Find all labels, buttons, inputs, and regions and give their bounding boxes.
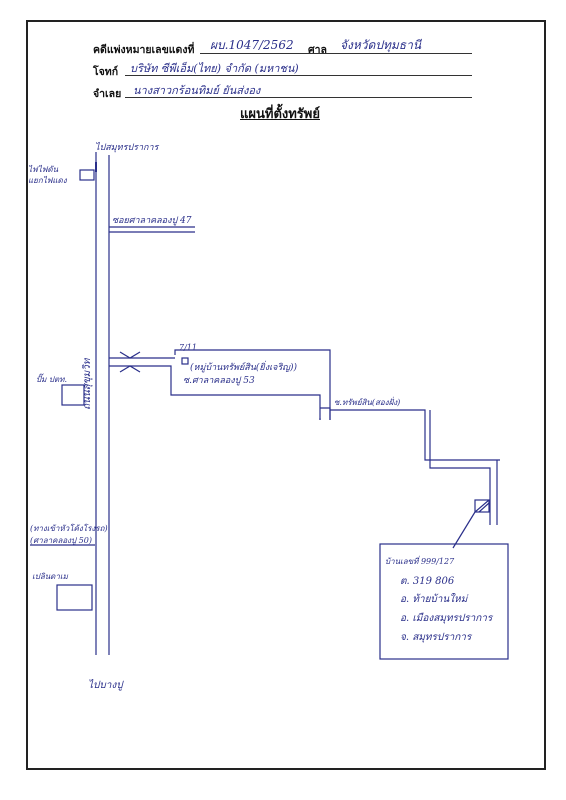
- cross-mark-1: [119, 351, 141, 359]
- case-underline: [200, 53, 472, 54]
- lamp-label: ไฟไฟดัน: [28, 165, 59, 174]
- village-label: (หมู่บ้านทรัพย์สิน(ยิ่งเจริญ)): [190, 363, 297, 373]
- gas-station-box: [61, 384, 85, 406]
- alley-upper: [330, 409, 500, 461]
- alley-left: [320, 407, 331, 420]
- page-title: แผนที่ตั้งทรัพย์: [240, 107, 320, 122]
- house-number: บ้านเลขที่ 999/127: [385, 557, 455, 566]
- branch-road-upper: [174, 349, 331, 400]
- plaintiff-label: โจทก์: [93, 66, 119, 78]
- property-box: [379, 543, 509, 660]
- property-marker: [474, 499, 490, 513]
- court-name: จังหวัดปทุมธานี: [340, 38, 422, 52]
- soi53-label: ซ.ศาลาคลองปู 53: [183, 376, 255, 386]
- to-north-label: ไปสมุทรปราการ: [95, 143, 159, 153]
- tambon: ต. 319 806: [400, 576, 455, 587]
- seven-eleven-marker: [181, 357, 189, 365]
- intersect-label-2: (ศาลาคลองปู 50): [30, 536, 92, 545]
- to-south-label: ไปบางปู: [88, 680, 123, 691]
- lamp-label-2: แยกไฟแดง: [28, 176, 67, 185]
- shop-box: [56, 584, 93, 611]
- pointer-line: [452, 511, 476, 549]
- alley-label: ซ.ทรัพย์สิน(สองฝั่ง): [334, 398, 401, 407]
- defendant-underline: [125, 97, 472, 98]
- soi47-label: ซอยศาลาคลองปู 47: [112, 216, 192, 226]
- case-number: ผบ.1047/2562: [210, 38, 294, 52]
- shop-label: เปลินดาเม: [32, 572, 68, 581]
- defendant-label: จำเลย: [93, 88, 122, 100]
- gas-station-label: ปั๊ม ปตท.: [36, 375, 67, 384]
- seven-eleven-label: 7/11: [179, 343, 197, 352]
- main-road-label: ถนนสุขุมวิท: [82, 358, 93, 410]
- defendant-name: นางสาวกร้อนทิมย์ ยันส่งอง: [133, 84, 261, 97]
- branch-road-bottom: [109, 365, 321, 420]
- plaintiff-name: บริษัท ซีพีเอ็ม(ไทย) จำกัด (มหาชน): [130, 62, 299, 75]
- lamp-box: [79, 169, 95, 181]
- alley-lower: [429, 410, 491, 525]
- page-frame: [26, 20, 546, 770]
- province: จ. สมุทรปราการ: [400, 632, 472, 643]
- amphoe: อ. ท้ายบ้านใหม่: [400, 594, 468, 605]
- district: อ. เมืองสมุทรปราการ: [400, 613, 493, 624]
- cross-mark-2: [119, 365, 141, 373]
- plaintiff-underline: [125, 75, 472, 76]
- intersect-label-1: (ทางเข้าหัวโค้งโรงรถ): [30, 524, 108, 533]
- case-label: คดีแพ่งหมายเลขแดงที่: [93, 44, 195, 56]
